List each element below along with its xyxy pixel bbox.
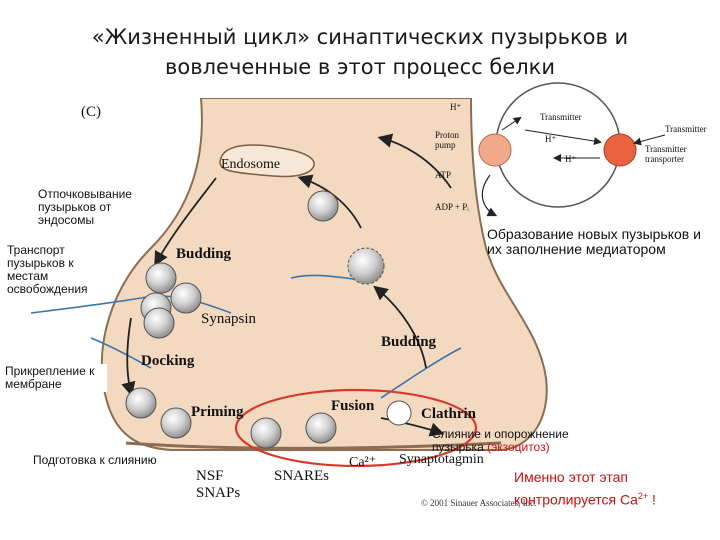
nsf-label: NSF	[196, 468, 224, 484]
label-fusion: Слияние и опорожнение пузырька (экзоцито…	[432, 428, 602, 454]
synapsin-label: Synapsin	[201, 311, 257, 327]
inset-diagram: H⁺ Transmitter H⁺ H⁺ Transmitter Transmi…	[430, 80, 715, 225]
inset-h-mid: H⁺	[545, 134, 556, 144]
inset-transporter-2: transporter	[645, 154, 684, 164]
priming-label: Priming	[191, 404, 244, 420]
label-transport: Транспорт пузырьков к местам освобождени…	[5, 243, 109, 297]
vesicle-priming	[161, 408, 191, 438]
label-new-vesicles: Образование новых пузырьков и их заполне…	[487, 227, 717, 257]
inset-proton-1: Proton	[435, 130, 460, 140]
vesicle-docking	[126, 388, 156, 418]
vesicle-snare-2	[306, 413, 336, 443]
inset-transmitter-right: Transmitter	[665, 124, 707, 134]
title-line-2: вовлеченные в этот процесс белки	[0, 52, 720, 82]
budding-right-label: Budding	[381, 334, 437, 350]
clathrin-label: Clathrin	[421, 406, 477, 422]
vesicle-cluster-1	[146, 263, 176, 293]
label-controlled: Именно этот этап контролируется Ca2+ !	[514, 468, 694, 510]
transmitter-transporter	[604, 134, 636, 166]
inset-atp: ATP	[435, 170, 451, 180]
label-fusion-paren: (экзоцитоз)	[487, 440, 550, 454]
label-controlled-end: !	[648, 492, 656, 508]
docking-label: Docking	[141, 353, 195, 369]
synaptotagmin-label: Synaptotagmin	[399, 452, 484, 467]
label-endosome-budding: Отпочковывание пузырьков от эндосомы	[36, 187, 158, 228]
vesicle-fusion	[387, 401, 411, 425]
vesicle-clathrin	[348, 248, 384, 284]
label-priming: Подготовка к слиянию	[33, 454, 183, 467]
inset-h-top: H⁺	[450, 102, 461, 112]
proton-pump	[479, 134, 511, 166]
vesicle-cluster-2	[171, 283, 201, 313]
inset-transporter-1: Transmitter	[645, 144, 687, 154]
fusion-label: Fusion	[331, 398, 375, 414]
slide-title: «Жизненный цикл» синаптических пузырьков…	[0, 22, 720, 82]
inset-proton-2: pump	[435, 140, 456, 150]
vesicle-endosome	[308, 191, 338, 221]
vesicle-snare-1	[251, 418, 281, 448]
inset-vesicle-filling: H⁺ Transmitter H⁺ H⁺ Transmitter Transmi…	[430, 80, 715, 225]
ca-label: Ca²⁺	[349, 455, 376, 470]
inset-adp: ADP + Pᵢ	[435, 202, 469, 212]
endosome-label: Endosome	[221, 157, 280, 172]
vesicle-synapsin	[144, 308, 174, 338]
label-controlled-text: Именно этот этап контролируется Ca	[514, 469, 638, 508]
label-attachment: Прикрепление к мембране	[3, 364, 107, 392]
inset-transmitter-top: Transmitter	[540, 112, 582, 122]
label-controlled-sup: 2+	[638, 491, 648, 501]
snares-label: SNAREs	[274, 468, 329, 484]
title-line-1: «Жизненный цикл» синаптических пузырьков…	[0, 22, 720, 52]
snaps-label: SNAPs	[196, 485, 240, 501]
panel-letter: (C)	[81, 104, 101, 120]
budding-left-label: Budding	[176, 246, 232, 262]
inset-h-low: H⁺	[565, 154, 576, 164]
